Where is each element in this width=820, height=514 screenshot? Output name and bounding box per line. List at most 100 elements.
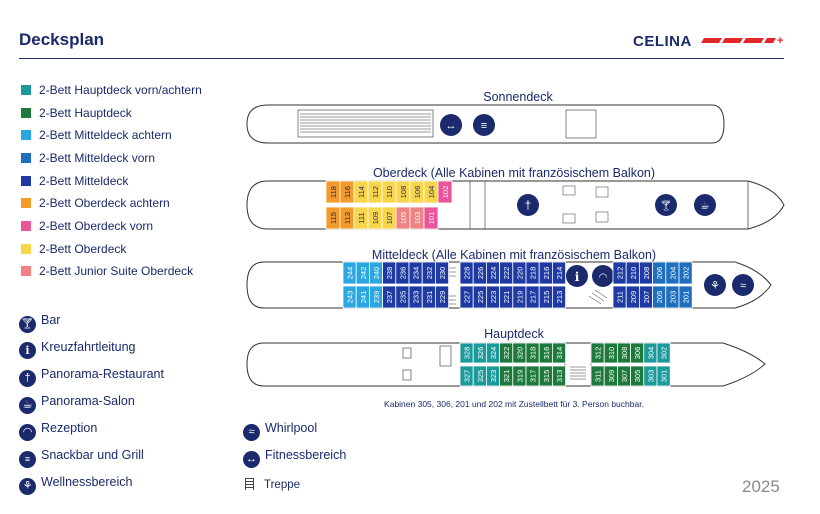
- svg-text:319: 319: [515, 370, 524, 383]
- svg-text:223: 223: [489, 291, 498, 304]
- legend-treppe: Treppe: [245, 477, 300, 491]
- svg-text:302: 302: [660, 347, 669, 360]
- cabin-238: 238: [382, 261, 397, 285]
- legend-salon: ☕︎Panorama-Salon: [19, 394, 135, 414]
- cabin-211: 211: [612, 285, 627, 309]
- svg-text:⚘: ⚘: [710, 280, 720, 292]
- svg-text:236: 236: [398, 267, 407, 280]
- brand-logo: CELINA +: [633, 33, 784, 50]
- cabin-219: 219: [512, 285, 527, 309]
- cabin-310: 310: [603, 342, 618, 364]
- cabin-108: 108: [395, 180, 411, 204]
- info-icon: [566, 265, 588, 287]
- cabin-114: 114: [353, 180, 369, 204]
- legend-swatch: [21, 198, 31, 208]
- cabin-227: 227: [459, 285, 474, 309]
- legend-swatch: [21, 153, 31, 163]
- svg-text:+: +: [777, 35, 784, 46]
- cabin-101: 101: [423, 206, 439, 230]
- cabin-215: 215: [538, 285, 553, 309]
- cabin-237: 237: [382, 285, 397, 309]
- cabin-316: 316: [538, 342, 553, 364]
- svg-text:210: 210: [629, 267, 638, 280]
- page-title: Decksplan: [19, 30, 105, 49]
- svg-text:309: 309: [607, 370, 616, 383]
- cabin-325: 325: [472, 365, 487, 387]
- legend-item: 2-Bett Oberdeck vorn: [21, 219, 153, 233]
- fitness-icon: [440, 114, 462, 136]
- deck-title-sonnendeck: Sonnendeck: [483, 90, 553, 104]
- legend-item: 2-Bett Mitteldeck achtern: [21, 128, 172, 142]
- cabin-103: 103: [409, 206, 425, 230]
- legend-swatch: [21, 176, 31, 186]
- cabin-241: 241: [355, 285, 370, 309]
- coffee-icon: ☕︎: [19, 397, 36, 414]
- svg-text:203: 203: [668, 291, 677, 304]
- svg-text:108: 108: [399, 186, 408, 199]
- cabin-207: 207: [639, 285, 654, 309]
- svg-text:227: 227: [463, 291, 472, 304]
- cabin-212: 212: [612, 261, 627, 285]
- svg-text:217: 217: [529, 291, 538, 304]
- cabin-327: 327: [459, 365, 474, 387]
- cabin-107: 107: [381, 206, 397, 230]
- svg-text:219: 219: [515, 291, 524, 304]
- svg-text:308: 308: [620, 347, 629, 360]
- svg-text:232: 232: [425, 267, 434, 280]
- cabin-112: 112: [367, 180, 383, 204]
- cabin-209: 209: [625, 285, 640, 309]
- cabin-318: 318: [525, 342, 540, 364]
- svg-text:244: 244: [346, 267, 355, 280]
- svg-text:218: 218: [529, 267, 538, 280]
- cabin-104: 104: [423, 180, 439, 204]
- svg-text:i: i: [575, 270, 580, 284]
- cabin-326: 326: [472, 342, 487, 364]
- cabin-105: 105: [395, 206, 411, 230]
- cabin-218: 218: [525, 261, 540, 285]
- svg-text:305: 305: [633, 370, 642, 383]
- cabin-229: 229: [434, 285, 449, 309]
- svg-text:107: 107: [385, 212, 394, 225]
- svg-text:306: 306: [633, 347, 642, 360]
- legend-rezeption: ◠Rezeption: [19, 421, 97, 441]
- svg-text:314: 314: [555, 347, 564, 360]
- svg-text:226: 226: [476, 267, 485, 280]
- stairs-icon: [245, 478, 254, 490]
- cabin-311: 311: [590, 365, 605, 387]
- cabin-240: 240: [368, 261, 383, 285]
- cabin-118: 118: [325, 180, 341, 204]
- cabin-304: 304: [643, 342, 658, 364]
- cabin-236: 236: [395, 261, 410, 285]
- cabin-234: 234: [408, 261, 423, 285]
- svg-text:310: 310: [607, 347, 616, 360]
- legend-item: 2-Bett Mitteldeck vorn: [21, 151, 155, 165]
- svg-text:240: 240: [372, 267, 381, 280]
- svg-text:303: 303: [646, 370, 655, 383]
- brand-stripes-icon: +: [700, 35, 784, 47]
- svg-text:115: 115: [329, 212, 338, 224]
- svg-text:228: 228: [463, 267, 472, 280]
- svg-text:106: 106: [413, 186, 422, 199]
- svg-text:208: 208: [642, 267, 651, 280]
- svg-text:105: 105: [399, 212, 408, 225]
- svg-text:235: 235: [398, 291, 407, 304]
- snackbar-icon: [473, 114, 495, 136]
- svg-text:🍸︎: 🍸︎: [660, 200, 673, 212]
- svg-text:204: 204: [668, 267, 677, 280]
- cabin-313: 313: [552, 365, 567, 387]
- cabin-208: 208: [639, 261, 654, 285]
- svg-text:304: 304: [646, 347, 655, 360]
- svg-text:327: 327: [463, 370, 472, 383]
- cabin-225: 225: [472, 285, 487, 309]
- svg-text:114: 114: [357, 186, 366, 198]
- svg-text:214: 214: [555, 267, 564, 280]
- svg-text:222: 222: [502, 267, 511, 280]
- legend-fitness: ↔Fitnessbereich: [243, 448, 346, 468]
- cabin-308: 308: [617, 342, 632, 364]
- cabin-223: 223: [485, 285, 500, 309]
- restaurant-icon: †: [19, 370, 36, 387]
- svg-text:111: 111: [357, 212, 366, 223]
- deck-title-mitteldeck: Mitteldeck (Alle Kabinen mit französisch…: [372, 248, 656, 262]
